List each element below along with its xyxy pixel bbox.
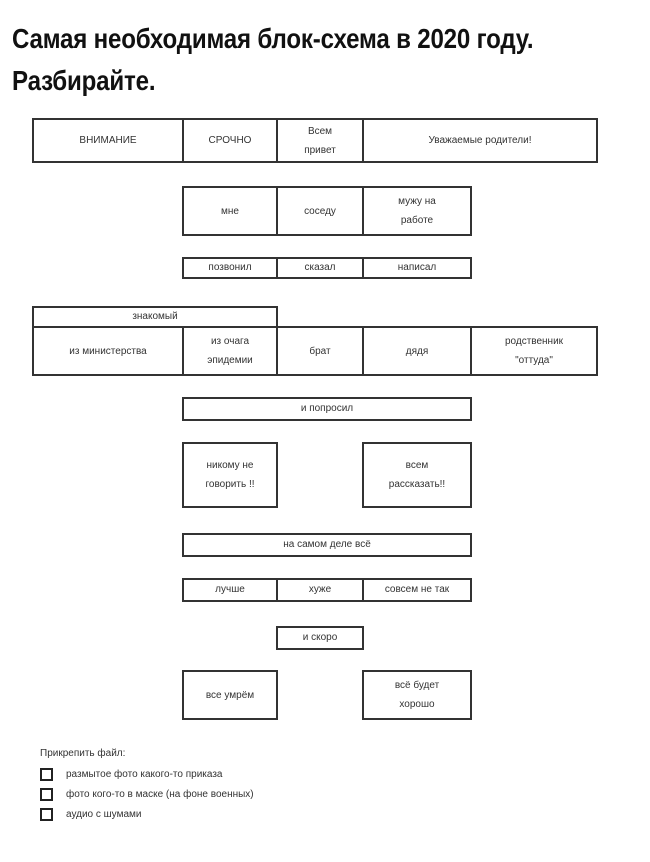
box-from-ministry: из министерства xyxy=(32,326,184,376)
box-tell-everyone: всем рассказать!! xyxy=(362,442,472,508)
box-called: позвонил xyxy=(182,257,278,279)
title-line-2: Разбирайте. xyxy=(12,65,156,96)
checkbox[interactable] xyxy=(40,807,53,821)
box-dear-parents: Уважаемые родители! xyxy=(362,118,598,163)
attach-option-label: фото кого-то в маске (на фоне военных) xyxy=(66,788,254,800)
box-tell-no-one: никому не говорить !! xyxy=(182,442,278,508)
box-hello-all: Всем привет xyxy=(276,118,364,163)
attach-option[interactable]: фото кого-то в маске (на фоне военных) xyxy=(40,784,254,804)
box-uncle: дядя xyxy=(362,326,472,376)
box-attention: ВНИМАНИЕ xyxy=(32,118,184,163)
box-from-epidemic-zone: из очага эпидемии xyxy=(182,326,278,376)
box-not-like-that: совсем не так xyxy=(362,578,472,602)
box-worse: хуже xyxy=(276,578,364,602)
box-actually-everything: на самом деле всё xyxy=(182,533,472,557)
box-urgent: СРОЧНО xyxy=(182,118,278,163)
box-all-will-be-fine: всё будет хорошо xyxy=(362,670,472,720)
box-relative-from-there: родственник "оттуда" xyxy=(470,326,598,376)
attach-file-title: Прикрепить файл: xyxy=(40,748,126,759)
box-better: лучше xyxy=(182,578,278,602)
box-me: мне xyxy=(182,186,278,236)
box-acquaintance: знакомый xyxy=(32,306,278,328)
box-neighbor: соседу xyxy=(276,186,364,236)
attach-option-label: аудио с шумами xyxy=(66,808,142,820)
meme-title: Самая необходимая блок-схема в 2020 году… xyxy=(12,18,554,102)
attach-file-section: Прикрепить файл: размытое фото какого-то… xyxy=(40,744,254,824)
attach-option[interactable]: размытое фото какого-то приказа xyxy=(40,764,254,784)
box-husband-at-work: мужу на работе xyxy=(362,186,472,236)
box-we-all-die: все умрём xyxy=(182,670,278,720)
checkbox[interactable] xyxy=(40,787,53,801)
checkbox[interactable] xyxy=(40,767,53,781)
box-said: сказал xyxy=(276,257,364,279)
box-and-soon: и скоро xyxy=(276,626,364,650)
box-wrote: написал xyxy=(362,257,472,279)
box-and-asked: и попросил xyxy=(182,397,472,421)
attach-option-label: размытое фото какого-то приказа xyxy=(66,768,223,780)
box-brother: брат xyxy=(276,326,364,376)
title-line-1: Самая необходимая блок-схема в 2020 году… xyxy=(12,23,534,54)
attach-option[interactable]: аудио с шумами xyxy=(40,804,254,824)
